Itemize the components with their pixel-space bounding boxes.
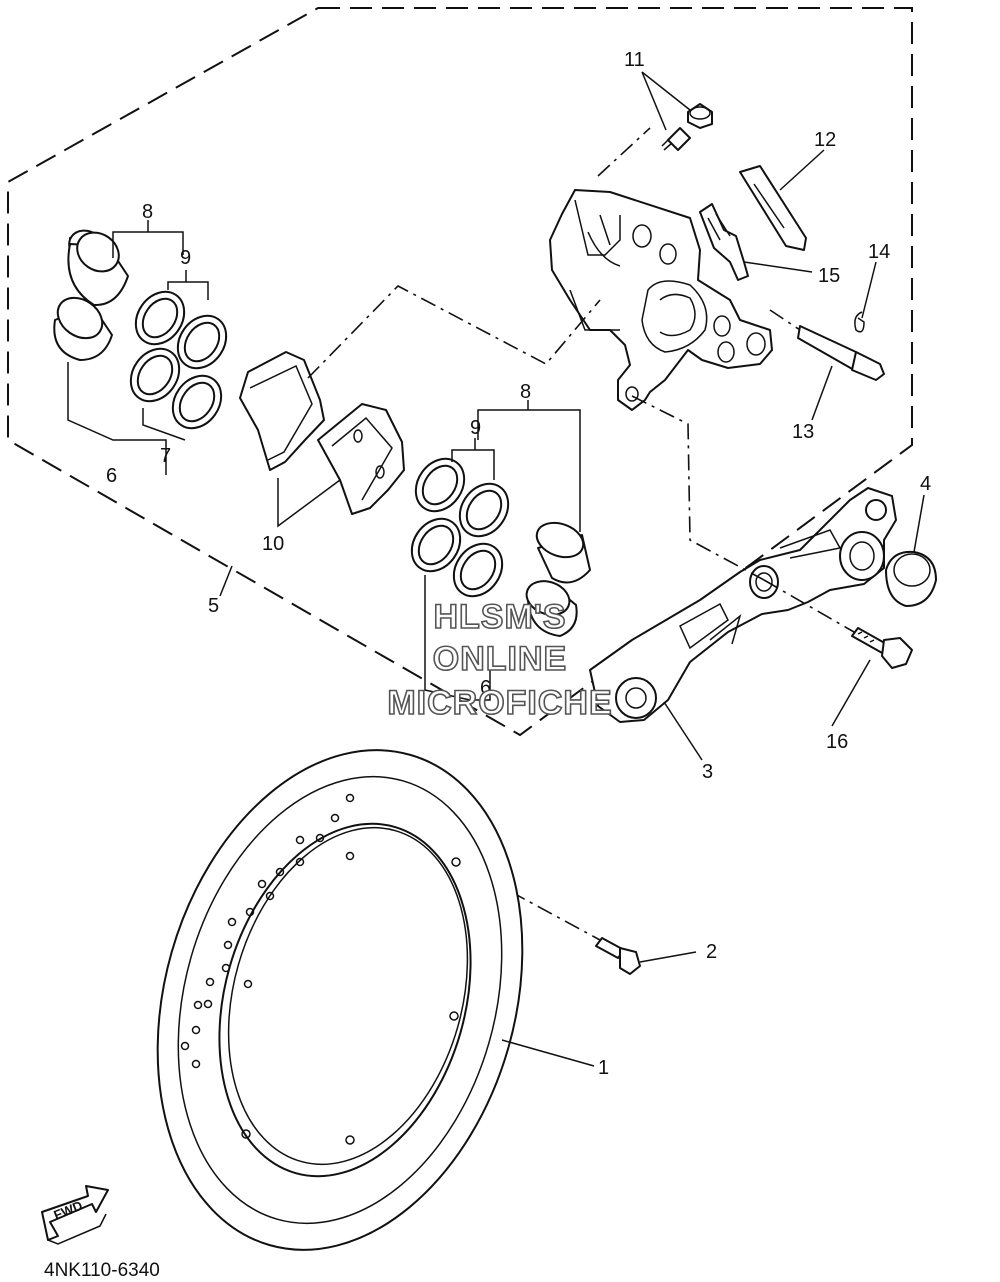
watermark-line-1: HLSM'S [433,598,566,636]
pad-pin-clip [854,311,865,333]
piston-left-lower [53,296,113,361]
callout-1: 1 [598,1057,609,1079]
callout-9-left: 9 [180,247,191,269]
seal-ring-r4 [452,542,504,598]
piston-seal-group-left [53,220,228,475]
callout-14: 14 [868,241,890,263]
callout-5: 5 [208,595,219,617]
callout-7: 7 [160,445,171,467]
brake-pad-right [317,403,405,515]
bracket-collar [885,550,937,607]
seal-ring-r3 [410,517,462,573]
callout-15: 15 [818,265,840,287]
bleed-screw-cap [687,103,713,129]
piston-left-upper [67,229,129,307]
callout-labels: 1 2 3 4 5 6 6 7 8 8 9 9 10 11 12 13 14 1… [106,49,931,1079]
watermark: HLSM'S ONLINE MICROFICHE [387,597,613,723]
callout-16: 16 [826,731,848,753]
brake-pad-left [239,351,325,471]
caliper-body [549,189,773,411]
callout-8-left: 8 [142,201,153,223]
brake-disc [156,749,524,1251]
seal-ring-upper-right [176,314,228,370]
disc-holes [180,793,461,1145]
seal-ring-r1 [414,457,466,513]
callout-4: 4 [920,473,931,495]
fwd-arrow-icon: FWD [41,1185,109,1245]
piston-right-upper [535,521,591,584]
callout-3: 3 [702,761,713,783]
seal-ring-lower-right [171,374,223,430]
bleed-screw [661,127,691,151]
callout-11: 11 [624,49,645,71]
callout-8-right: 8 [520,381,531,403]
pad-shim [739,165,807,251]
leader-lines [219,71,925,1067]
callout-10: 10 [262,533,284,555]
callout-6-right: 6 [480,677,491,699]
pad-spring [699,203,749,281]
watermark-line-3: MICROFICHE [387,684,612,722]
piston-right-lower [525,580,578,637]
callout-2: 2 [706,941,717,963]
callout-6-left: 6 [106,465,117,487]
seal-ring-upper-left [134,290,186,346]
fwd-label: FWD [52,1198,85,1223]
pad-pin [797,325,885,381]
seal-ring-lower-left [129,347,181,403]
disc-bolt [595,937,641,975]
bracket-bolt [851,627,913,669]
caliper-assembly-boundary [7,7,913,737]
watermark-line-2: ONLINE [433,640,567,678]
callout-12: 12 [814,129,836,151]
callout-13: 13 [792,421,814,443]
diagram-code: 4NK110-6340 [44,1260,160,1281]
caliper-bracket [589,487,897,723]
piston-seal-group-right [410,400,591,701]
callout-9-right: 9 [470,417,481,439]
seal-ring-r2 [458,482,510,538]
